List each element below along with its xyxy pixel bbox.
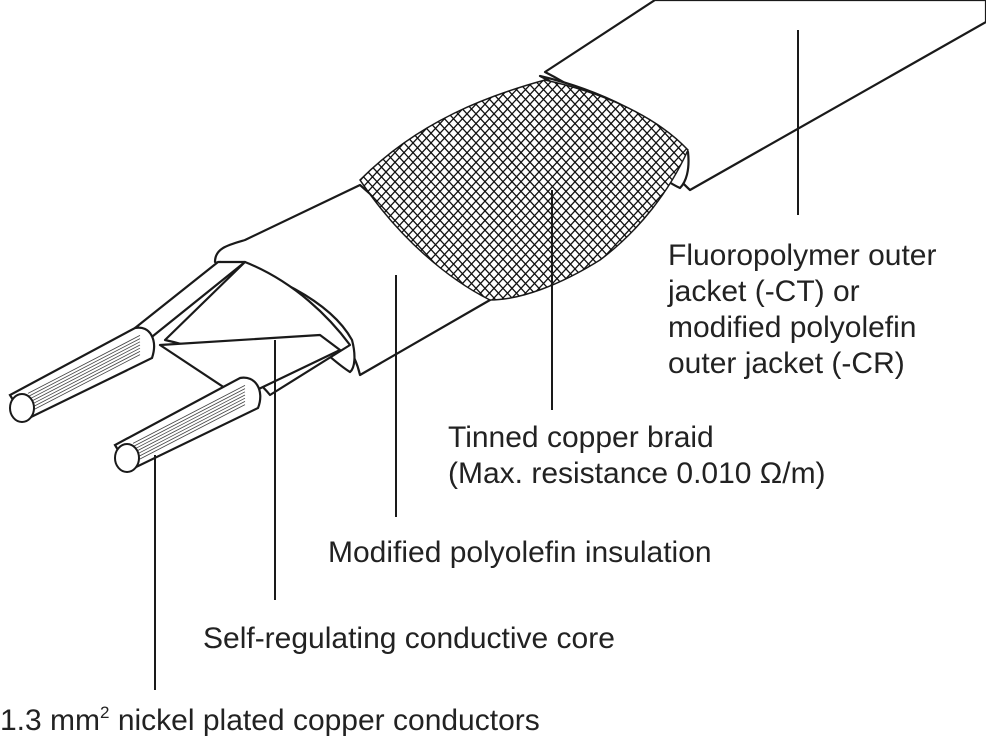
leader-lines [154,30,799,690]
conductor-lower [113,376,262,473]
conductive-core [133,260,352,400]
label-conductors-superscript: 2 [100,703,110,722]
label-braid-line-1: Tinned copper braid [448,421,714,454]
label-conductors-prefix: 1.3 mm [0,704,101,737]
label-conductors-suffix: nickel plated copper conductors [109,704,540,737]
label-outer-jacket-line-3: modified polyolefin [668,311,917,344]
label-braid: Tinned copper braid (Max. resistance 0.0… [448,420,826,492]
label-conductors: 1.3 mm2 nickel plated copper conductors [0,703,540,739]
conductor-upper [8,326,156,423]
label-outer-jacket: Fluoropolymer outer jacket (-CT) or modi… [668,238,936,382]
label-braid-line-2: (Max. resistance 0.010 Ω/m) [448,457,826,490]
label-outer-jacket-line-4: outer jacket (-CR) [668,347,905,380]
label-core: Self-regulating conductive core [203,622,615,655]
label-outer-jacket-line-2: jacket (-CT) or [668,275,860,308]
label-insulation: Modified polyolefin insulation [328,536,712,569]
label-outer-jacket-line-1: Fluoropolymer outer [668,239,937,272]
